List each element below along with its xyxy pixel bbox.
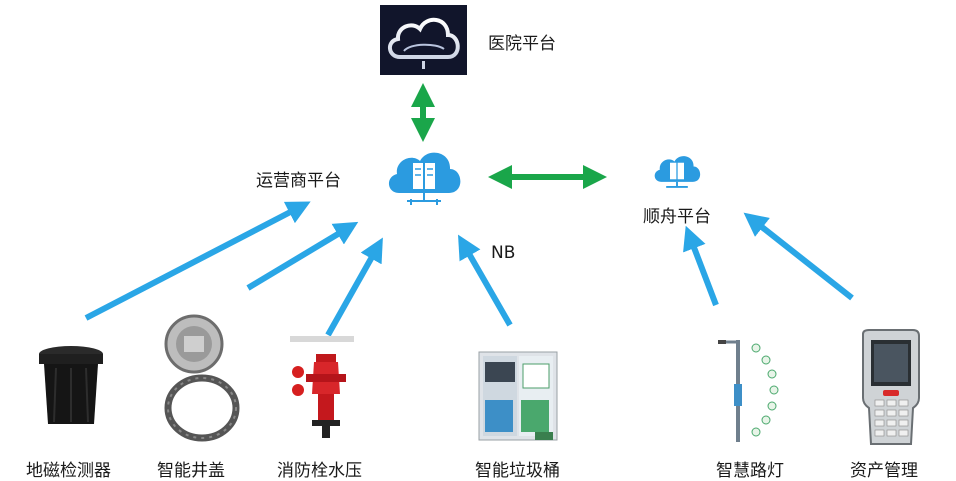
hospital-cloud-icon [380,5,467,75]
geomagnetic-detector-image [36,344,106,432]
device-label-smart-trash-bin: 智能垃圾桶 [475,461,560,481]
arrow-geomagnetic [84,201,311,321]
smart-street-light-image [712,334,788,450]
arrow-asset [743,212,854,301]
operator-cloud-server-icon [385,143,463,213]
asset-terminal-image [857,328,925,452]
device-label-geomagnetic-detector: 地磁检测器 [26,461,111,481]
device-label-fire-hydrant-pressure: 消防栓水压 [277,461,362,481]
arrow-street-light [683,225,719,307]
device-label-asset-management: 资产管理 [850,461,918,481]
shunzhou-platform-label: 顺舟平台 [643,207,711,227]
shunzhou-cloud-server-icon [652,150,702,196]
smart-manhole-cover-image [160,312,240,446]
arrow-hydrant [325,237,383,337]
device-label-smart-street-light: 智慧路灯 [716,461,784,481]
device-label-smart-manhole-cover: 智能井盖 [157,461,225,481]
operator-platform-label: 运营商平台 [256,171,341,191]
arrow-manhole [246,221,359,291]
nb-label: NB [491,243,516,263]
hospital-platform-label: 医院平台 [488,34,556,54]
smart-trash-bin-image [477,350,559,446]
arrow-trash-bin [458,234,513,327]
fire-hydrant-image [286,334,358,442]
